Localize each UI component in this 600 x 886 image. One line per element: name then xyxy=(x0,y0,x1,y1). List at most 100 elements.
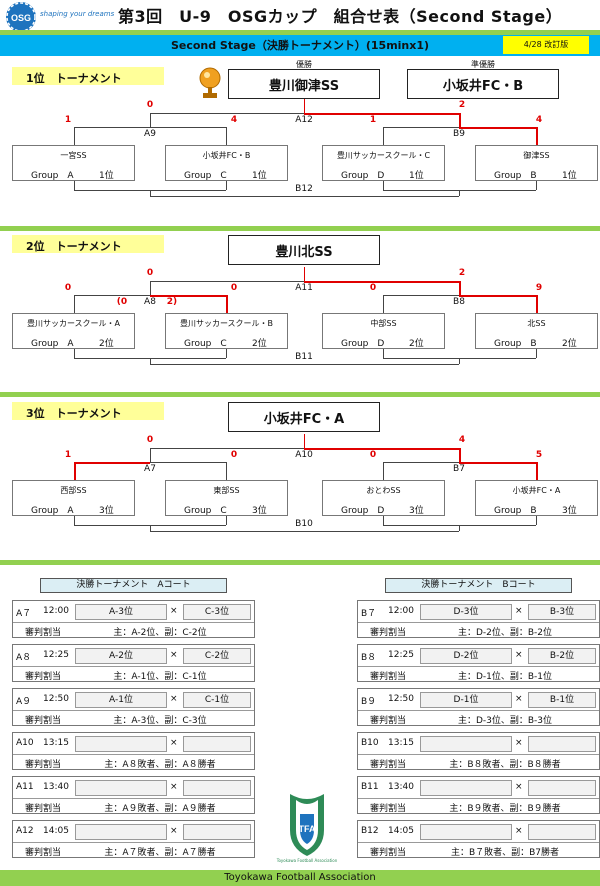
away-team xyxy=(528,780,596,796)
home-team: D-2位 xyxy=(420,648,512,664)
match-id: B12 xyxy=(361,826,379,836)
team-group: Group B xyxy=(494,171,537,181)
final-left-drop xyxy=(150,448,151,462)
final-left-drop xyxy=(150,281,151,295)
svg-text:OSG: OSG xyxy=(11,13,31,23)
semi-right-drop-a xyxy=(383,295,384,313)
bottom-drop xyxy=(150,525,151,531)
final-match-id: A12 xyxy=(295,115,313,125)
referee-label: 審判割当 xyxy=(25,716,62,726)
bottom-match-id: B10 xyxy=(295,519,313,529)
match-id: A11 xyxy=(16,782,34,792)
semi-left-winner-line xyxy=(150,295,226,297)
semi-left-score-b: 0 xyxy=(230,283,238,293)
final-left-score: 0 xyxy=(146,268,154,278)
final-left-line xyxy=(150,281,304,282)
tournament-label: 3位 トーナメント xyxy=(12,402,164,420)
referee-assignment: 主：A-3位、副：C-3位 xyxy=(113,716,207,726)
court-title: 決勝トーナメント Aコート xyxy=(40,578,227,593)
semi-right-drop-a xyxy=(383,127,384,145)
referee-assignment: 主：A-1位、副：C-1位 xyxy=(113,672,207,682)
referee-assignment: 主：A-2位、副：C-2位 xyxy=(113,628,207,638)
final-match-id: A11 xyxy=(295,283,313,293)
team-name: 小坂井FC・A xyxy=(512,486,561,495)
tournament-label: 1位 トーナメント xyxy=(12,67,164,85)
bottom-drop xyxy=(459,358,460,364)
referee-label: 審判割当 xyxy=(25,628,62,638)
match-id: A12 xyxy=(16,826,34,836)
versus: × xyxy=(170,650,178,660)
team-rank: 1位 xyxy=(562,171,577,181)
match-time: 12:25 xyxy=(388,650,414,660)
referee-assignment: 主：B９敗者、副：B９勝者 xyxy=(449,804,561,814)
court-title: 決勝トーナメント Bコート xyxy=(385,578,572,593)
champion-box: 小坂井FC・A xyxy=(228,402,380,432)
tfa-emblem: TFA Toyokawa Football Association xyxy=(277,790,337,870)
referee-label: 審判割当 xyxy=(25,804,62,814)
bottom-match-id: B11 xyxy=(295,352,313,362)
away-team: C-3位 xyxy=(183,604,251,620)
pk-score-b: 2) xyxy=(166,297,178,307)
bottom-drop xyxy=(536,181,537,190)
pk-score-a: (0 xyxy=(116,297,128,307)
team-group: Group C xyxy=(184,171,227,181)
referee-assignment: 主：D-1位、副：B-1位 xyxy=(457,672,553,682)
svg-text:TFA: TFA xyxy=(299,824,316,834)
semi-left-drop-a xyxy=(74,462,76,480)
semi-right-line xyxy=(383,462,459,463)
versus: × xyxy=(170,694,178,704)
bottom-drop xyxy=(74,181,75,190)
semi-right-line xyxy=(383,295,459,296)
home-team xyxy=(420,780,512,796)
shield-icon: TFA xyxy=(290,794,324,856)
team-rank: 3位 xyxy=(409,506,424,516)
section-separator xyxy=(0,226,600,231)
referee-label: 審判割当 xyxy=(370,804,407,814)
final-left-score: 0 xyxy=(146,435,154,445)
team-group: Group D xyxy=(341,171,385,181)
final-right-score: 2 xyxy=(458,268,466,278)
referee-assignment: 主：A７敗者、副：A７勝者 xyxy=(104,848,216,858)
section-separator xyxy=(0,560,600,565)
semi-left-score-a: 0 xyxy=(64,283,72,293)
final-right-line xyxy=(304,113,460,115)
semi-right-drop-b xyxy=(536,127,538,145)
versus: × xyxy=(170,606,178,616)
semi-left-match-id: A9 xyxy=(144,129,156,139)
bottom-match-id: B12 xyxy=(295,184,313,194)
home-team xyxy=(75,780,167,796)
semi-left-line xyxy=(74,127,150,128)
away-team xyxy=(183,824,251,840)
home-team xyxy=(420,736,512,752)
revision-badge: 4/28 改訂版 xyxy=(503,36,589,54)
final-left-score: 0 xyxy=(146,100,154,110)
bottom-drop xyxy=(383,516,384,525)
semi-right-line xyxy=(383,127,459,128)
team-group: Group C xyxy=(184,506,227,516)
away-team xyxy=(528,736,596,752)
final-left-line xyxy=(150,448,304,449)
referee-assignment: 主：B７敗者、副：B7勝者 xyxy=(450,848,560,858)
match-id: B８ xyxy=(361,653,377,663)
bottom-drop xyxy=(383,349,384,358)
semi-right-match-id: B9 xyxy=(453,129,465,139)
semi-left-drop-b xyxy=(226,127,227,145)
match-time: 12:00 xyxy=(388,606,414,616)
team-name: 中部SS xyxy=(370,319,397,328)
bottom-drop xyxy=(536,349,537,358)
referee-label: 審判割当 xyxy=(25,760,62,770)
versus: × xyxy=(515,738,523,748)
team-group: Group B xyxy=(494,339,537,349)
semi-left-match-id: A8 xyxy=(144,297,156,307)
referee-assignment: 主：A９敗者、副：A９勝者 xyxy=(104,804,216,814)
logo-tagline: shaping your dreams xyxy=(40,10,115,18)
